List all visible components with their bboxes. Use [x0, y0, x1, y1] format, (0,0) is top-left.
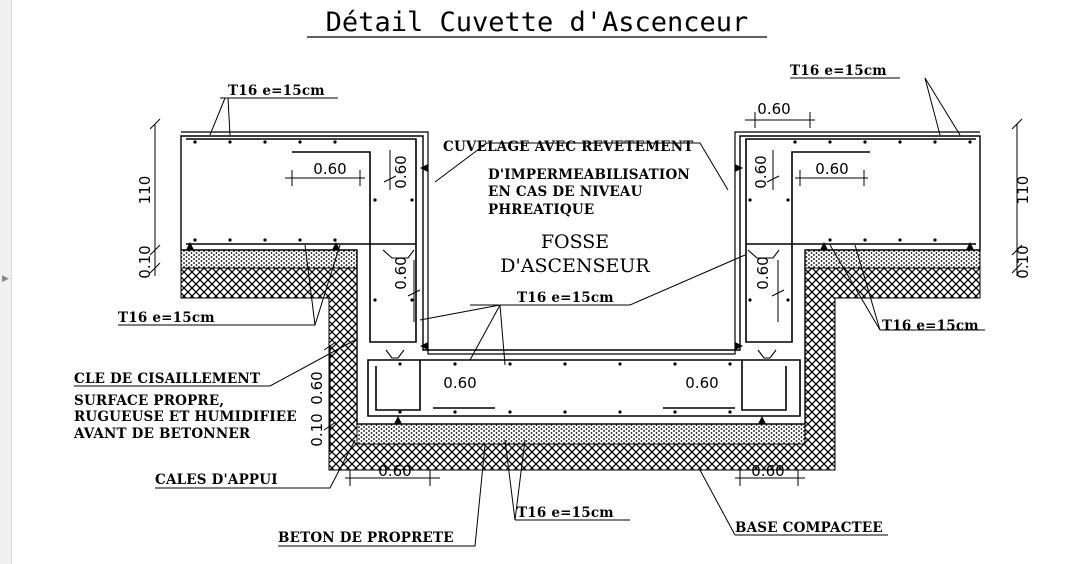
label-t16-bottom: T16 e=15cm — [517, 505, 614, 521]
label-fosse-line2: D'ASCENSEUR — [500, 255, 650, 277]
dim-060-bottom-right: 0.60 — [751, 462, 784, 480]
waterproofing-lining — [181, 131, 980, 355]
dim-060-top-left: 0.60 — [313, 160, 346, 178]
dim-010-lean-concrete: 0.10 — [308, 413, 326, 446]
dim-060-slab-height: 0.60 — [308, 371, 326, 404]
label-fosse-line1: FOSSE — [541, 231, 609, 253]
label-cle-cisaillement: CLE DE CISAILLEMENT — [74, 371, 260, 387]
leader-lines — [74, 77, 985, 547]
annotations: T16 e=15cm T16 e=15cm T16 e=15cm T16 e=1… — [73, 63, 979, 546]
label-t16-right: T16 e=15cm — [882, 318, 979, 334]
label-t16-left: T16 e=15cm — [118, 310, 215, 326]
dim-060-slab-left: 0.60 — [443, 374, 476, 392]
dim-060-wall-left-lower: 0.60 — [392, 256, 410, 289]
label-cuvelage-line3: EN CAS DE NIVEAU — [488, 184, 643, 200]
dim-060-slab-right: 0.60 — [685, 374, 718, 392]
dim-060-top-right-wall: 0.60 — [757, 100, 790, 118]
drawing-title: Détail Cuvette d'Ascenceur — [326, 7, 749, 38]
rebar-lines — [186, 138, 976, 417]
label-t16-top-right: T16 e=15cm — [790, 63, 887, 79]
dim-060-wall-left-upper: 0.60 — [392, 155, 410, 188]
label-cuvelage-line1: CUVELAGE AVEC REVETEMENT — [443, 139, 694, 155]
label-surface-line3: AVANT DE BETONNER — [73, 426, 251, 442]
dimension-texts: 110 0.10 110 0.10 0.60 0.60 0.60 0.60 0.… — [136, 100, 1032, 480]
dim-060-bottom-left: 0.60 — [378, 462, 411, 480]
label-cuvelage-line4: PHREATIQUE — [488, 202, 594, 218]
dim-110-left: 110 — [136, 176, 154, 205]
label-cales-appui: CALES D'APPUI — [155, 472, 278, 488]
dim-060-wall-right-lower: 0.60 — [754, 256, 772, 289]
concrete-structure — [180, 135, 981, 425]
label-t16-center: T16 e=15cm — [517, 290, 614, 306]
dim-110-right: 110 — [1014, 176, 1032, 205]
dim-060-top-right: 0.60 — [815, 160, 848, 178]
label-surface-line1: SURFACE PROPRE, — [74, 393, 224, 409]
label-surface-line2: RUGUEUSE ET HUMIDIFIEE — [74, 409, 297, 425]
dim-010-left: 0.10 — [136, 245, 154, 278]
label-beton-proprete: BETON DE PROPRETE — [278, 530, 454, 546]
label-base-compactee: BASE COMPACTEE — [735, 520, 883, 536]
label-t16-top-left: T16 e=15cm — [228, 83, 325, 99]
left-panel-edge: ▶ — [0, 0, 12, 564]
dim-010-right: 0.10 — [1014, 245, 1032, 278]
shear-keys — [382, 249, 780, 359]
support-chairs — [186, 164, 974, 424]
rebar-dots — [193, 140, 972, 414]
expand-arrow-icon[interactable]: ▶ — [2, 274, 9, 284]
dim-060-wall-right-upper: 0.60 — [752, 155, 770, 188]
dimension-lines — [149, 112, 1023, 486]
label-cuvelage-line2: D'IMPERMEABILISATION — [488, 167, 690, 183]
